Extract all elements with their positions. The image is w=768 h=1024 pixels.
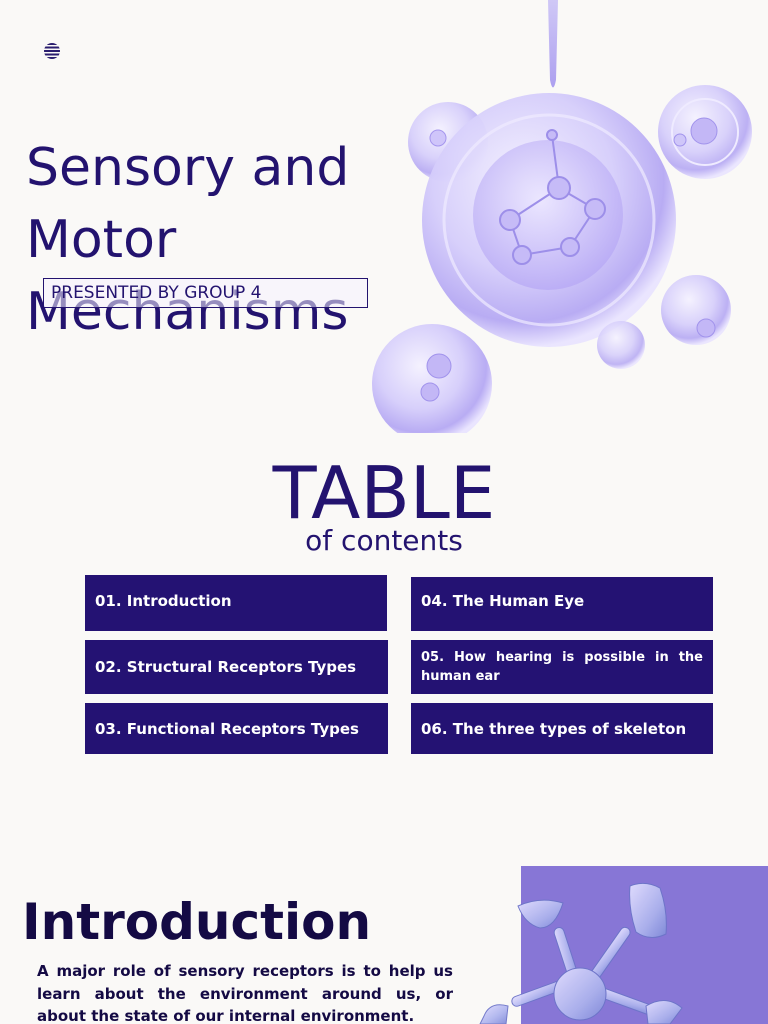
intro-body: A major role of sensory receptors is to …	[37, 962, 453, 1024]
toc-item-label: 06. The three types of skeleton	[421, 719, 687, 738]
toc-item-introduction[interactable]: 01. Introduction	[85, 575, 387, 631]
presentation-title: Sensory and Motor Mechanisms	[26, 138, 350, 342]
toc-item-label: 04. The Human Eye	[421, 592, 585, 610]
toc-item-label: 05. How hearing is possible in the human…	[421, 650, 703, 684]
intro-title: Introduction	[22, 893, 372, 951]
toc-item-skeleton[interactable]: 06. The three types of skeleton	[411, 703, 713, 754]
toc-title: TABLE	[272, 451, 496, 535]
molecule-model-illustration	[479, 882, 683, 1024]
toc-item-label: 01. Introduction	[95, 592, 232, 610]
toc-subtitle: of contents	[305, 524, 463, 557]
toc-item-human-eye[interactable]: 04. The Human Eye	[411, 577, 713, 631]
molecule-bubbles-illustration	[372, 0, 752, 433]
logo-icon	[44, 43, 60, 59]
toc-item-label: 02. Structural Receptors Types	[95, 658, 357, 676]
toc-item-functional-receptors[interactable]: 03. Functional Receptors Types	[85, 703, 388, 754]
toc-item-structural-receptors[interactable]: 02. Structural Receptors Types	[85, 640, 388, 694]
toc-item-hearing[interactable]: 05. How hearing is possible in the human…	[411, 640, 713, 694]
toc-item-label: 03. Functional Receptors Types	[95, 719, 359, 738]
presented-by-label: PRESENTED BY GROUP 4	[43, 278, 368, 308]
